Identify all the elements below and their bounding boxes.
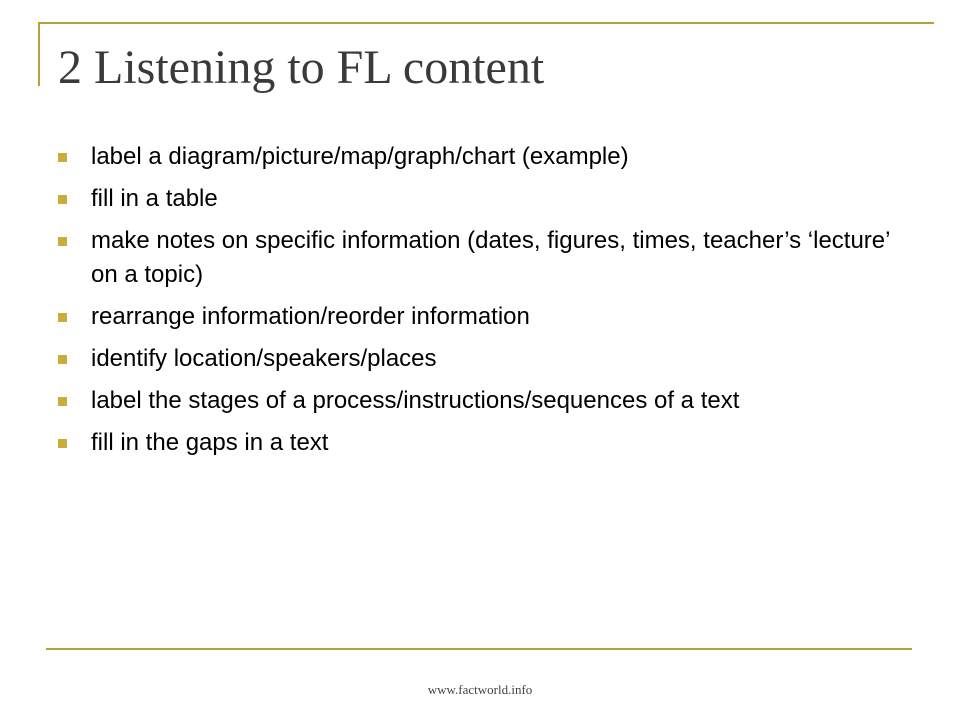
square-bullet-icon — [58, 237, 67, 246]
bullet-item: label the stages of a process/instructio… — [58, 384, 908, 418]
bullet-item: rearrange information/reorder informatio… — [58, 300, 908, 334]
square-bullet-icon — [58, 313, 67, 322]
square-bullet-icon — [58, 195, 67, 204]
bullet-text: fill in the gaps in a text — [91, 429, 329, 456]
slide-title: 2 Listening to FL content — [58, 41, 545, 94]
bullet-item: fill in the gaps in a text — [58, 426, 908, 460]
bullet-text: identify location/speakers/places — [91, 345, 437, 372]
bullet-item: make notes on specific information (date… — [58, 224, 908, 292]
bullet-item: fill in a table — [58, 182, 908, 216]
decorative-frame-vertical-line — [38, 22, 40, 86]
bullet-text: label a diagram/picture/map/graph/chart … — [91, 143, 629, 170]
decorative-frame-bottom-line — [46, 648, 912, 650]
bullet-list: label a diagram/picture/map/graph/chart … — [58, 140, 908, 468]
footer-url: www.factworld.info — [427, 682, 533, 697]
bullet-item: identify location/speakers/places — [58, 342, 908, 376]
bullet-text: fill in a table — [91, 185, 218, 212]
bullet-text: rearrange information/reorder informatio… — [91, 303, 530, 330]
decorative-frame-top-line — [38, 22, 934, 24]
square-bullet-icon — [58, 397, 67, 406]
bullet-text: label the stages of a process/instructio… — [91, 387, 740, 414]
square-bullet-icon — [58, 355, 67, 364]
square-bullet-icon — [58, 153, 67, 162]
square-bullet-icon — [58, 439, 67, 448]
bullet-text: make notes on specific information (date… — [91, 227, 890, 288]
bullet-item: label a diagram/picture/map/graph/chart … — [58, 140, 908, 174]
